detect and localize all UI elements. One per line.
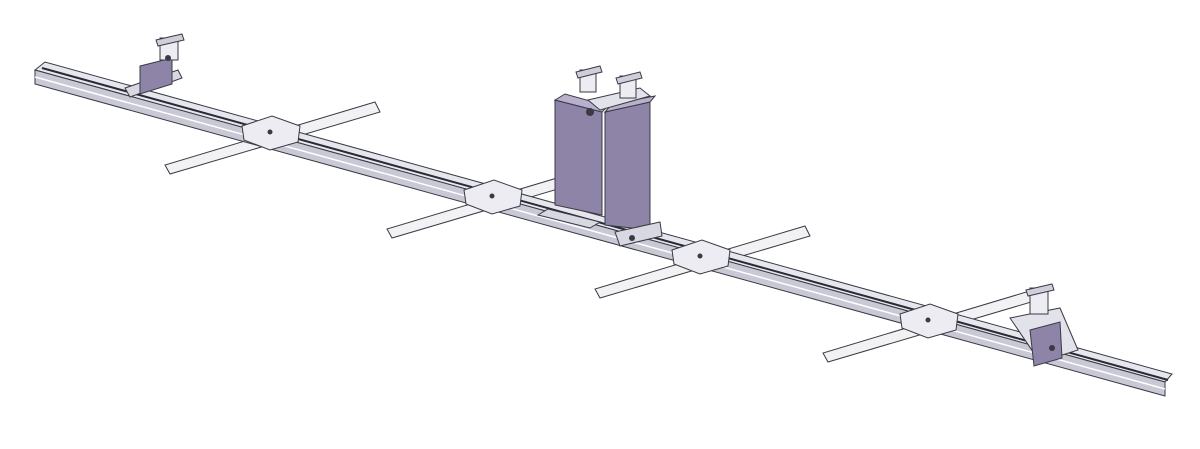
mid-bracket-pair: [536, 65, 663, 247]
roof-hook-bolt: [267, 129, 273, 135]
end-clamp-left: [124, 33, 185, 98]
roof-hook-bolt: [697, 253, 703, 259]
roof-hook-bolt: [925, 317, 931, 323]
mounting-rail: [33, 61, 1173, 397]
roof-hook-bolt: [489, 193, 495, 199]
roof-hook-saddles: [241, 115, 959, 339]
end-clamp-right: [1009, 283, 1079, 367]
rail-highlight: [34, 76, 1166, 390]
